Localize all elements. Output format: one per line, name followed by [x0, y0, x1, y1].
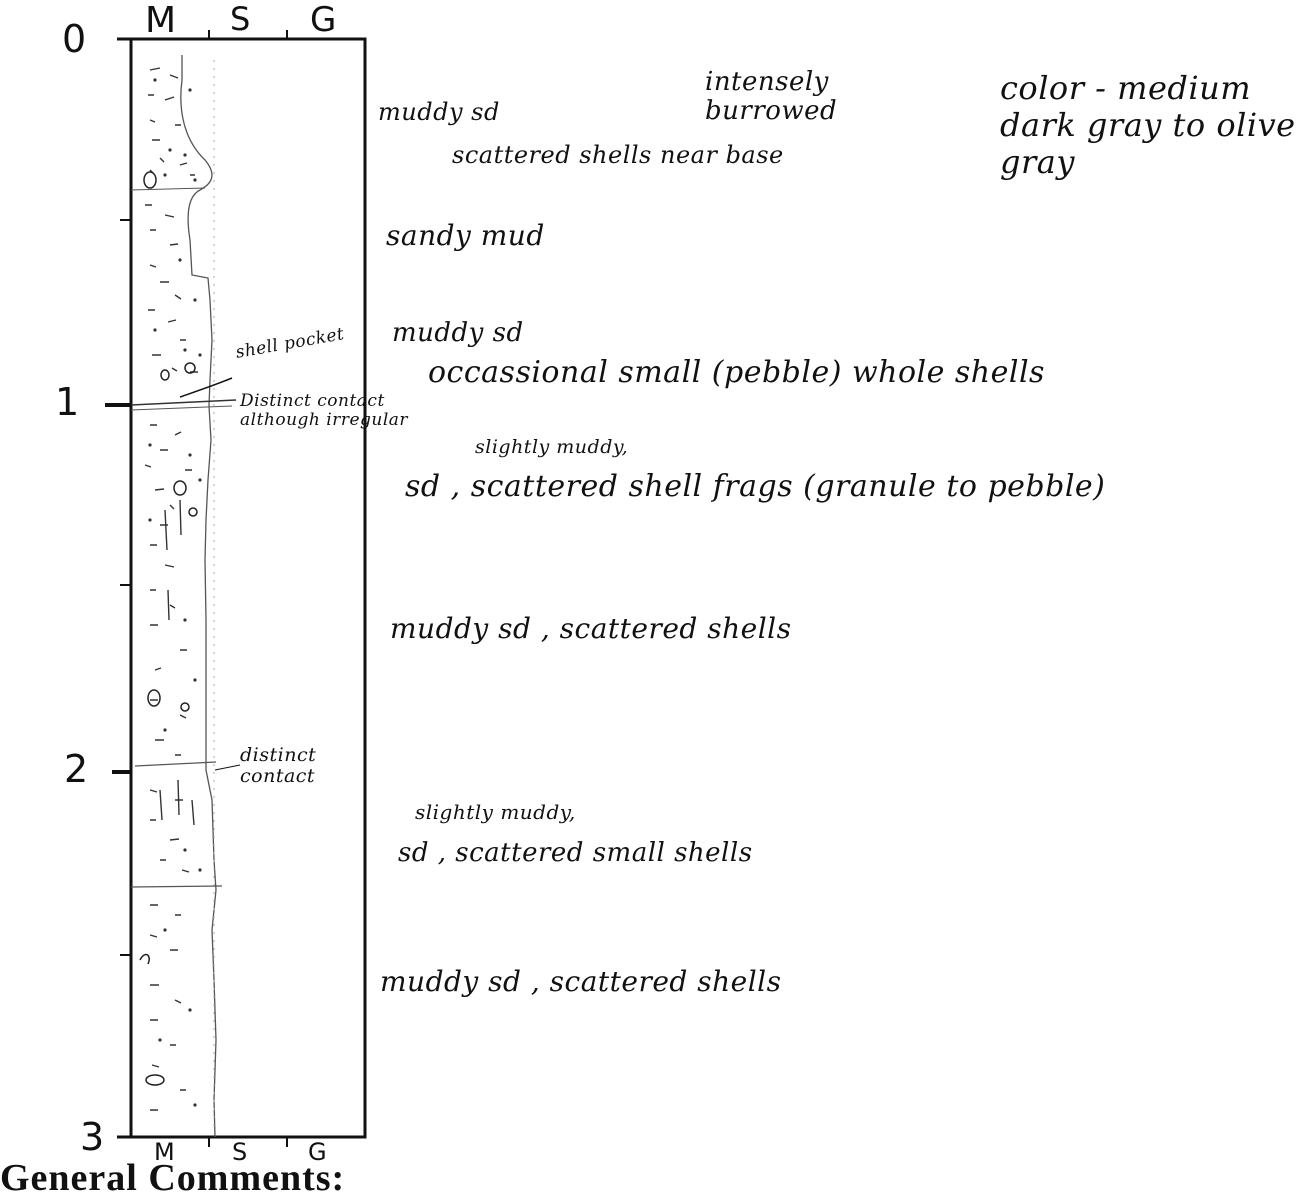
scale-top-gravel: G: [310, 0, 337, 40]
depth-label-0: 0: [62, 17, 87, 61]
scale-top-mud: M: [145, 0, 177, 41]
note-unit1-shells: scattered shells near base: [452, 141, 784, 169]
scale-bottom-gravel: G: [308, 1138, 327, 1166]
note-distinct-contact-1: Distinct contact although irregular: [240, 391, 409, 430]
grain-size-profile: [180, 55, 217, 1138]
note-intensely-burrowed: intensely burrowed: [705, 67, 838, 126]
note-color: color - medium dark gray to olive gray: [1000, 69, 1296, 181]
contact-line-1: [130, 399, 237, 406]
depth-label-2: 2: [64, 747, 89, 791]
note-unit3-lithology: muddy sd: [392, 318, 524, 348]
note-unit7-lithology: muddy sd , scattered shells: [380, 965, 782, 998]
core-column-frame: [129, 37, 367, 1139]
depth-label-1: 1: [55, 380, 80, 424]
note-unit4-lithology: sd , scattered shell frags (granule to p…: [405, 469, 1106, 504]
shell-fragments: [139, 171, 198, 1086]
note-unit1-lithology: muddy sd: [378, 98, 500, 126]
note-unit6-insert: slightly muddy,: [415, 800, 576, 824]
note-unit6-lithology: sd , scattered small shells: [398, 838, 753, 868]
sediment-texture: [144, 67, 198, 1111]
note-unit5-lithology: muddy sd , scattered shells: [390, 612, 792, 645]
general-comments-heading: General Comments:: [0, 1157, 346, 1198]
scale-top-sand: S: [230, 0, 251, 38]
note-unit3-shells: occassional small (pebble) whole shells: [428, 355, 1045, 390]
scale-bottom-mud: M: [154, 1138, 175, 1166]
scale-bottom-sand: S: [232, 1138, 248, 1166]
note-unit2-lithology: sandy mud: [386, 219, 545, 252]
depth-label-3: 3: [80, 1115, 105, 1159]
note-distinct-contact-2: distinct contact: [240, 744, 317, 787]
note-unit4-insert: slightly muddy,: [475, 436, 629, 458]
contact-line-2: [134, 761, 217, 767]
